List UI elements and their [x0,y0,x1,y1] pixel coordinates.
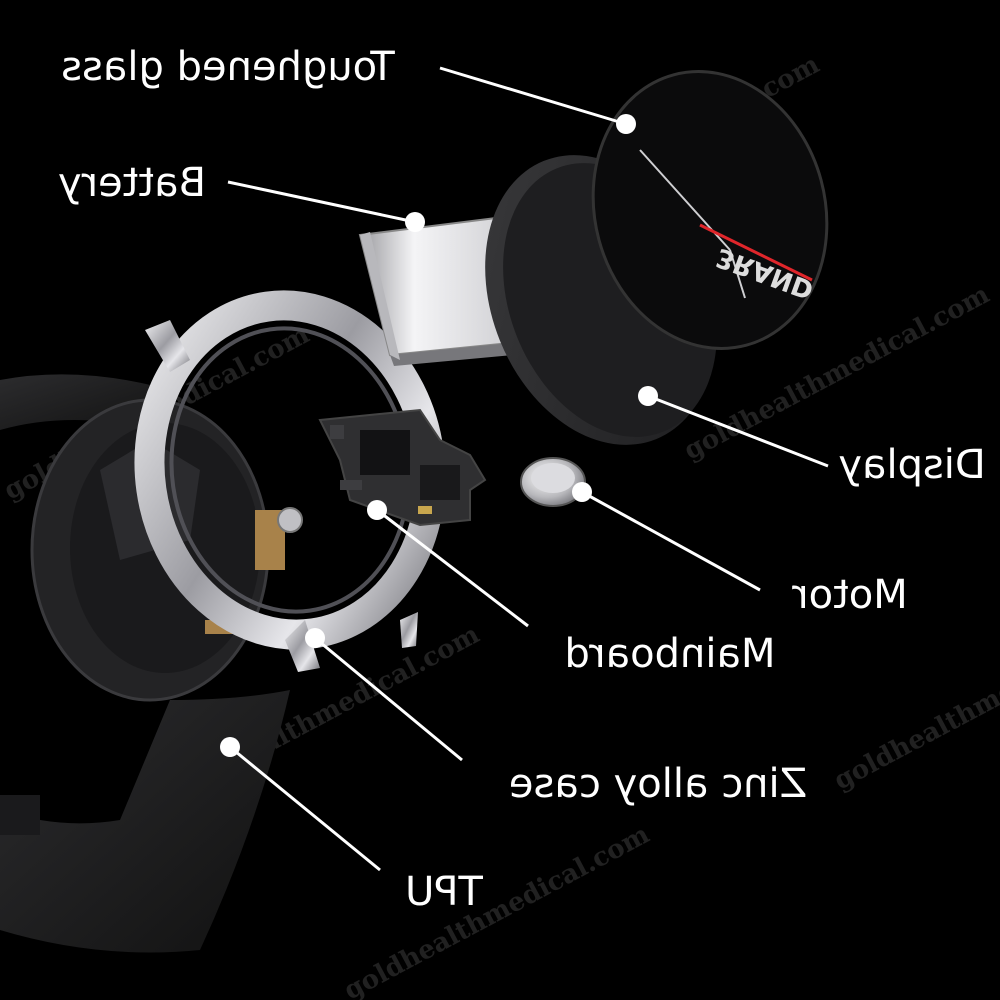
second-hand [699,223,813,282]
toughened-glass: 3RAND [591,70,829,350]
label-display: Display [838,442,985,488]
leader-motor [581,490,761,592]
label-battery: Battery [58,160,206,206]
label-mainboard: Mainboard [565,631,776,677]
pointer-dot [220,737,240,757]
pointer-dot [305,628,325,648]
hour-hand [729,249,746,299]
pointer-dot [405,212,425,232]
leader-toughened-glass [439,66,627,126]
leader-mainboard [376,508,529,628]
leader-display [647,394,829,468]
label-motor: Motor [792,572,908,618]
motor [520,457,586,507]
mainboard [318,408,487,527]
leader-dots [220,114,658,757]
pointer-dot [367,500,387,520]
labels: Toughened glass Battery Display Motor Ma… [58,44,986,915]
label-tpu: TPU [405,869,484,915]
pointer-dot [616,114,636,134]
leader-battery [227,180,416,224]
pointer-dot [572,482,592,502]
leader-tpu [229,745,381,872]
leader-lines [227,66,829,872]
pointer-dot [638,386,658,406]
watch-strap [0,374,290,953]
label-toughened-glass: Toughened glass [61,44,396,90]
label-zinc-alloy-case: Zinc alloy case [509,761,807,807]
leader-zinc-alloy-case [314,636,463,762]
